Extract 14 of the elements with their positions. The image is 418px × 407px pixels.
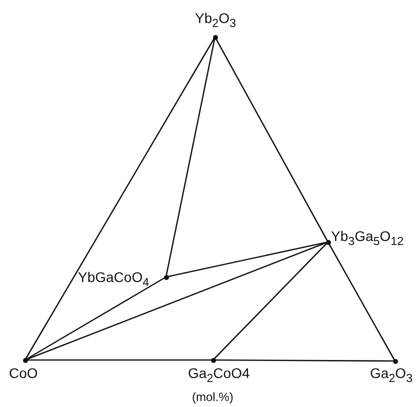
compound-label: YbGaCoO$_{4}$ — [78, 269, 150, 291]
compound-label: Yb$_{2}$O$_{3}$ — [195, 10, 236, 32]
compound-label: Ga$_{2}$O$_{3}$ — [370, 365, 413, 387]
tie-line — [25, 359, 213, 361]
tie-line — [327, 242, 396, 362]
tie-line — [212, 242, 328, 360]
tie-line — [24, 241, 328, 361]
unit-note: (mol.%) — [192, 390, 234, 404]
compound-label: CoO — [9, 365, 38, 381]
compound-label: Ga$_{2}$CoO4 — [188, 365, 250, 387]
tie-line — [24, 276, 166, 361]
tie-line — [24, 36, 216, 360]
compound-label: Yb$_{3}$Ga$_{5}$O$_{12}$ — [331, 228, 404, 250]
tie-line — [213, 359, 395, 362]
